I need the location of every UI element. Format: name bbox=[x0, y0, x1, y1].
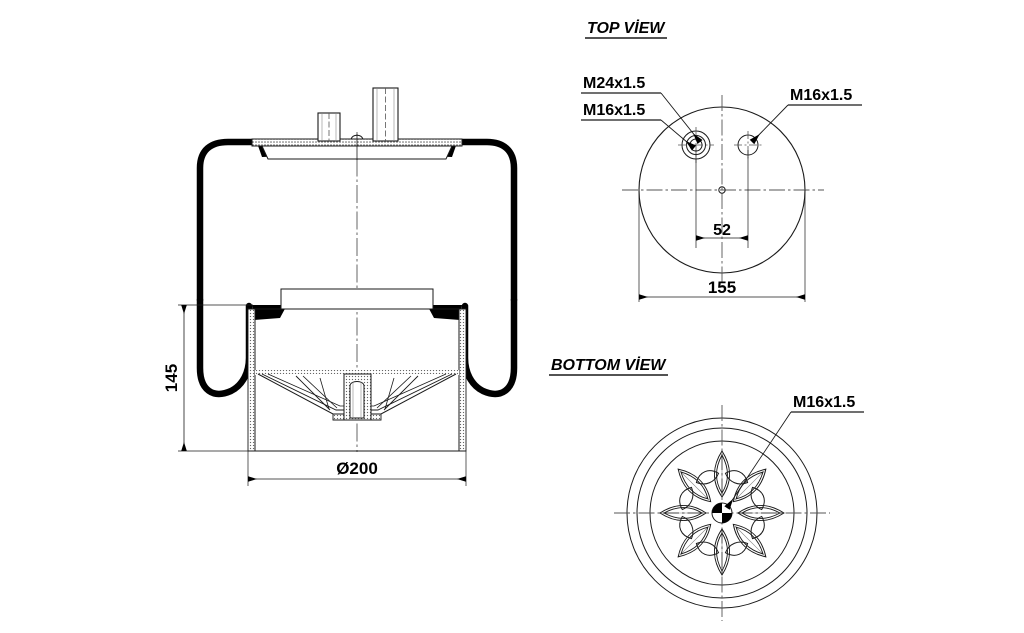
label-m24-text: M24x1.5 bbox=[583, 75, 645, 92]
top-view-group: TOP VİEW M24x1.5 bbox=[581, 19, 862, 302]
dimension-diameter-200: Ø200 bbox=[247, 451, 467, 486]
dimension-145-text: 145 bbox=[162, 364, 181, 392]
piston-body bbox=[247, 288, 467, 452]
bottom-center-hub bbox=[711, 502, 733, 524]
piston-bottom-cone bbox=[257, 373, 457, 421]
dimension-52: 52 bbox=[695, 150, 749, 248]
stud-short-m16 bbox=[317, 112, 341, 142]
label-m16-right-text: M16x1.5 bbox=[790, 87, 852, 104]
dimension-145: 145 bbox=[162, 304, 253, 452]
dimension-diameter-200-text: Ø200 bbox=[336, 459, 378, 478]
bottom-petal-pattern bbox=[659, 450, 785, 576]
top-view-title: TOP VİEW bbox=[587, 19, 666, 37]
label-m24: M24x1.5 bbox=[581, 75, 703, 144]
label-m16-left: M16x1.5 bbox=[581, 102, 697, 151]
dimension-52-text: 52 bbox=[713, 222, 731, 239]
bottom-view-group: BOTTOM VİEW bbox=[549, 356, 864, 621]
label-m16-right: M16x1.5 bbox=[749, 87, 862, 145]
side-view-group: 145 Ø200 bbox=[162, 87, 518, 486]
stud-long-m24 bbox=[372, 87, 399, 142]
label-m16-bottom-text: M16x1.5 bbox=[793, 394, 855, 411]
dimension-155-text: 155 bbox=[708, 278, 736, 297]
label-m16-left-text: M16x1.5 bbox=[583, 102, 645, 119]
dimension-155: 155 bbox=[638, 190, 806, 302]
label-m16-bottom: M16x1.5 bbox=[724, 394, 864, 510]
bottom-view-title: BOTTOM VİEW bbox=[551, 356, 667, 374]
top-view-center-hole bbox=[718, 186, 726, 194]
